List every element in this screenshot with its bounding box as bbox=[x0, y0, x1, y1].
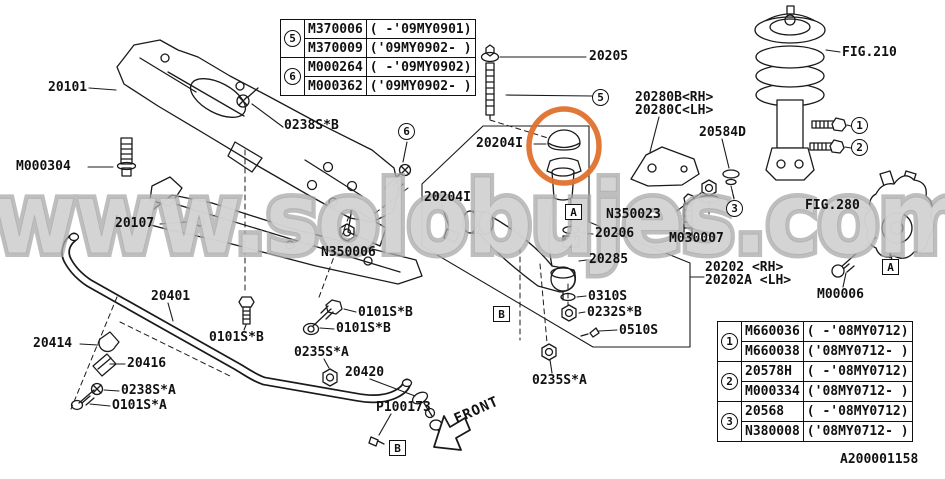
control-arm-panel bbox=[421, 125, 691, 348]
drawing-number: A200001158 bbox=[840, 452, 919, 467]
label-20204i-upper: 20204I bbox=[476, 136, 523, 151]
label-0101sb-left: 0101S*B bbox=[209, 330, 264, 345]
label-20416: 20416 bbox=[127, 356, 167, 371]
label-0101sb-upper: 0101S*B bbox=[358, 305, 413, 320]
label-m000304: M000304 bbox=[16, 159, 71, 174]
range-cell: ( -'09MY0901) bbox=[365, 19, 476, 39]
callout-1-icon: 1 bbox=[851, 117, 868, 134]
label-20202rh: 20202 <RH> bbox=[705, 260, 784, 275]
label-0101sb-lower: 0101S*B bbox=[336, 321, 391, 336]
label-20285: 20285 bbox=[589, 252, 629, 267]
label-20280c: 20280C<LH> bbox=[635, 103, 714, 118]
label-0238sb: 0238S*B bbox=[284, 118, 339, 133]
part-cell: M660038 bbox=[741, 341, 804, 362]
part-cell: M660036 bbox=[741, 321, 804, 342]
part-cell: M370009 bbox=[304, 38, 367, 58]
label-20414: 20414 bbox=[33, 336, 73, 351]
label-n350023: N350023 bbox=[606, 207, 661, 222]
range-cell: ('09MY0902- ) bbox=[365, 38, 476, 58]
label-0510s: 0510S bbox=[619, 323, 659, 338]
part-cell: M000264 bbox=[304, 57, 367, 77]
range-cell: ('08MY0712- ) bbox=[802, 341, 913, 362]
ref-6-cell: 6 bbox=[280, 57, 305, 96]
highlight-ring bbox=[526, 106, 602, 186]
label-20584d: 20584D bbox=[699, 125, 746, 140]
label-20401: 20401 bbox=[151, 289, 191, 304]
ref-3-cell: 3 bbox=[717, 401, 742, 442]
callout-3-icon: 3 bbox=[726, 200, 743, 217]
label-20204i-lower: 20204I bbox=[424, 190, 471, 205]
label-fig280: FIG.280 bbox=[805, 198, 860, 213]
part-cell: 20578H bbox=[741, 361, 804, 382]
part-cell: M370006 bbox=[304, 19, 367, 39]
label-0310s: 0310S bbox=[588, 289, 628, 304]
callout-5-icon: 5 bbox=[592, 89, 609, 106]
label-20107: 20107 bbox=[115, 216, 155, 231]
ref-5-cell: 5 bbox=[280, 19, 305, 58]
ref-2-cell: 2 bbox=[717, 361, 742, 402]
label-n350006: N350006 bbox=[321, 245, 376, 260]
part-cell: 20568 bbox=[741, 401, 804, 422]
range-cell: ( -'08MY0712) bbox=[802, 361, 913, 382]
reference-table-bottom: 1 M660036 ( -'08MY0712) M660038 ('08MY07… bbox=[717, 321, 913, 442]
label-m030007: M030007 bbox=[669, 231, 724, 246]
label-0235sa-left: 0235S*A bbox=[294, 345, 349, 360]
label-20280b: 20280B<RH> bbox=[635, 90, 714, 105]
label-fig210: FIG.210 bbox=[842, 45, 897, 60]
label-20205: 20205 bbox=[589, 49, 629, 64]
label-20206: 20206 bbox=[595, 226, 635, 241]
section-box-a1: A bbox=[565, 204, 582, 220]
ref-1-cell: 1 bbox=[717, 321, 742, 362]
label-0238sa: 0238S*A bbox=[121, 383, 176, 398]
range-cell: ( -'08MY0712) bbox=[802, 401, 913, 422]
label-20420: 20420 bbox=[345, 365, 385, 380]
label-0235sa-bottom: 0235S*A bbox=[532, 373, 587, 388]
label-20101: 20101 bbox=[48, 80, 88, 95]
part-cell: M000334 bbox=[741, 381, 804, 402]
label-m00006: M00006 bbox=[817, 287, 864, 302]
section-box-b1: B bbox=[493, 306, 510, 322]
label-20202alh: 20202A <LH> bbox=[705, 273, 792, 288]
reference-table-top: 5 M370006 ( -'09MY0901) M370009 ('09MY09… bbox=[280, 19, 476, 96]
range-cell: ( -'08MY0712) bbox=[802, 321, 913, 342]
callout-2-icon: 2 bbox=[851, 139, 868, 156]
callout-6-icon: 6 bbox=[398, 123, 415, 140]
section-box-a2: A bbox=[882, 259, 899, 275]
label-o101sa: O101S*A bbox=[112, 398, 167, 413]
part-cell: N380008 bbox=[741, 421, 804, 442]
range-cell: ('08MY0712- ) bbox=[802, 381, 913, 402]
label-p100173: P100173 bbox=[376, 400, 431, 415]
range-cell: ('09MY0902- ) bbox=[365, 76, 476, 96]
front-arrow bbox=[433, 415, 471, 451]
range-cell: ( -'09MY0902) bbox=[365, 57, 476, 77]
label-0232sb: 0232S*B bbox=[587, 305, 642, 320]
part-cell: M000362 bbox=[304, 76, 367, 96]
jackup-plate-outline bbox=[146, 194, 423, 285]
range-cell: ('08MY0712- ) bbox=[802, 421, 913, 442]
section-box-b2: B bbox=[389, 440, 406, 456]
crossmember-outline bbox=[116, 39, 400, 223]
